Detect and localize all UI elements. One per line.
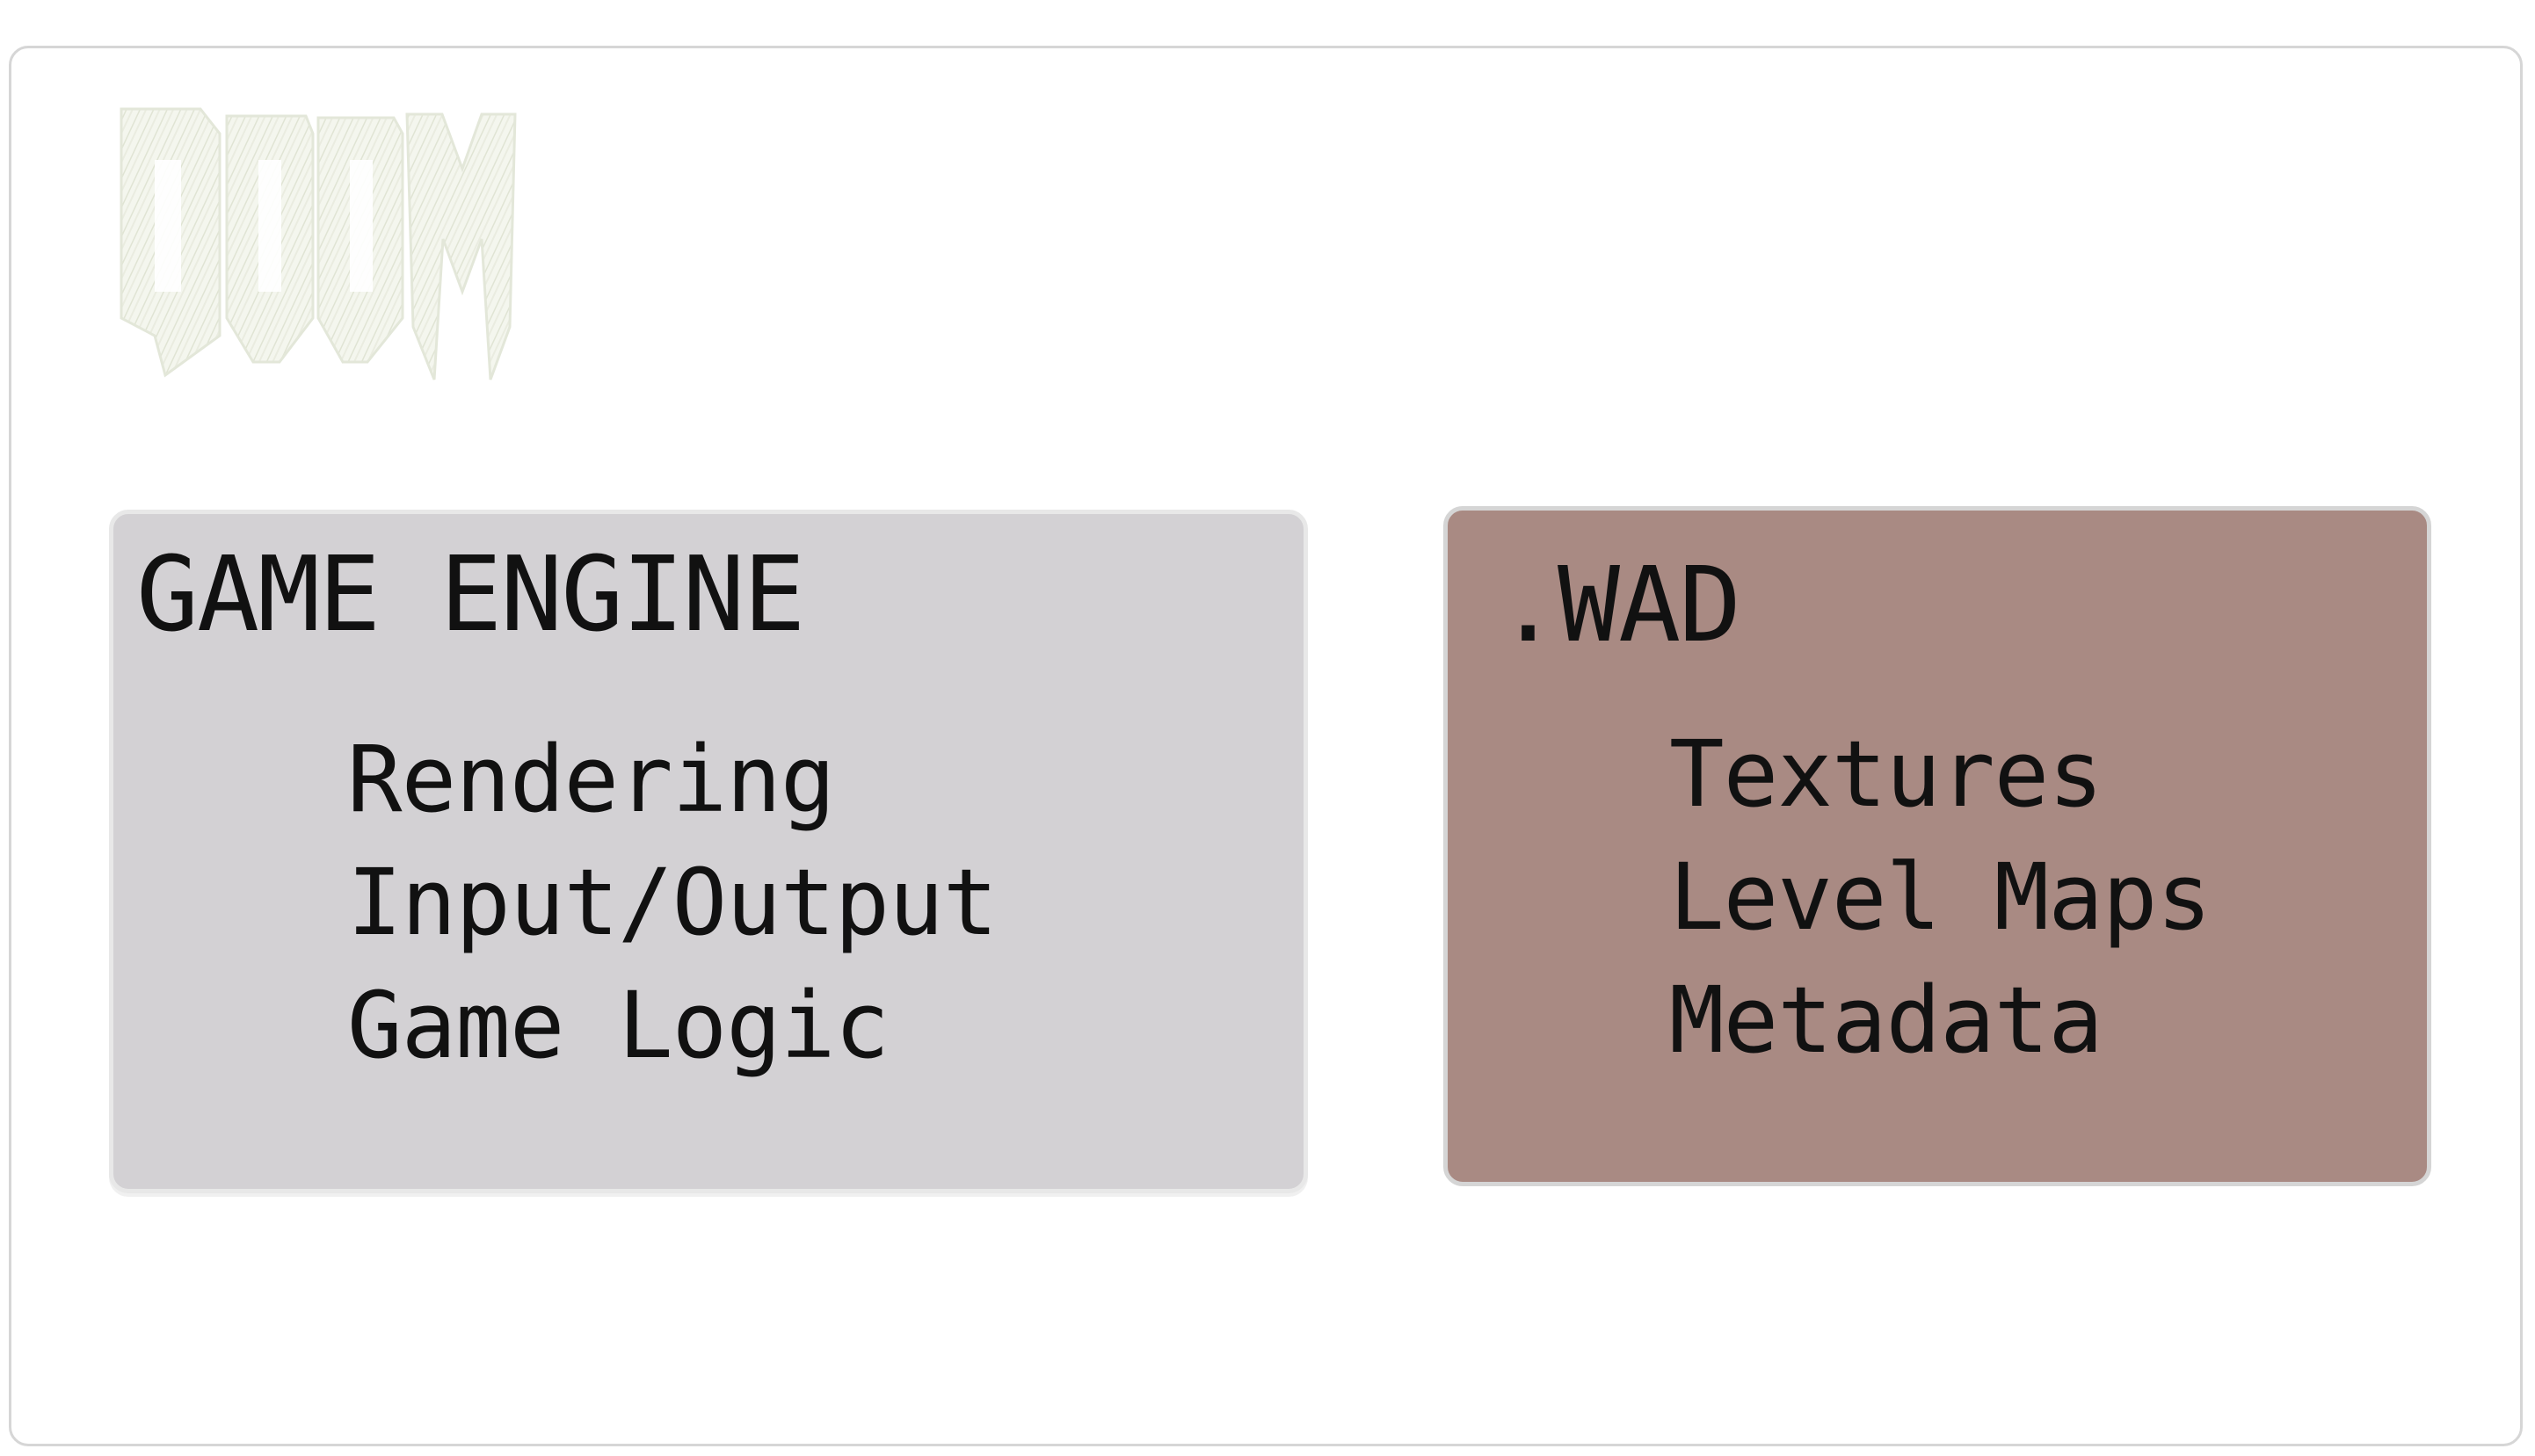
list-item: Textures	[1669, 721, 2103, 828]
list-item: Rendering	[347, 726, 836, 833]
game-engine-list: Rendering Input/Output Game Logic	[347, 718, 998, 1087]
wad-title: .WAD	[1497, 544, 1741, 665]
wad-list: Textures Level Maps Metadata	[1669, 713, 2212, 1082]
game-engine-card: GAME ENGINE Rendering Input/Output Game …	[109, 510, 1308, 1193]
list-item: Metadata	[1669, 967, 2103, 1074]
wad-card: .WAD Textures Level Maps Metadata	[1443, 506, 2431, 1186]
game-engine-title: GAME ENGINE	[136, 533, 805, 655]
list-item: Level Maps	[1669, 844, 2212, 951]
list-item: Game Logic	[347, 972, 890, 1079]
list-item: Input/Output	[347, 849, 998, 956]
doom-logo-icon	[120, 107, 517, 380]
